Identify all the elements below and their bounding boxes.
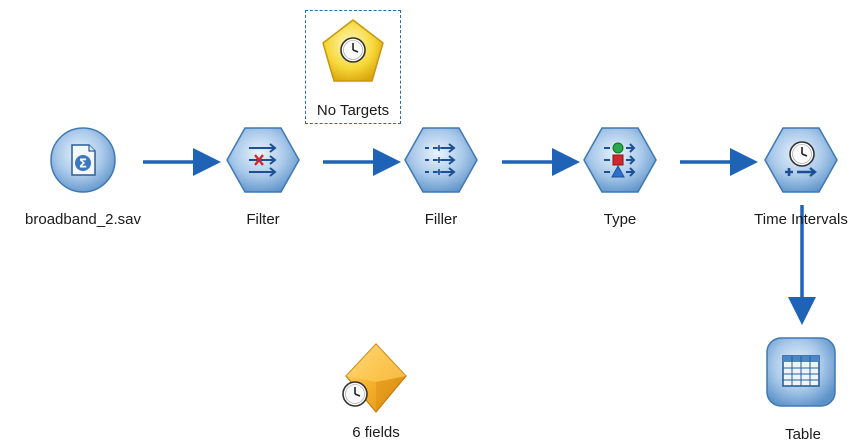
table-node-label: Table xyxy=(785,426,821,443)
table-node[interactable] xyxy=(766,337,836,407)
filler-node[interactable] xyxy=(404,127,478,193)
type-node[interactable] xyxy=(583,127,657,193)
spss-file-icon: Σ xyxy=(71,144,96,176)
filler-icon xyxy=(425,143,456,177)
time-intervals-node-label: Time Intervals xyxy=(754,211,848,228)
filter-node[interactable] xyxy=(226,127,300,193)
type-node-label: Type xyxy=(603,211,637,228)
no-targets-node-label: No Targets xyxy=(316,102,390,119)
clock-diamond-icon xyxy=(342,381,368,407)
filler-node-label: Filler xyxy=(424,211,458,228)
type-icon xyxy=(604,142,636,178)
source-node-label: broadband_2.sav xyxy=(25,211,141,228)
filter-node-label: Filter xyxy=(246,211,280,228)
fields-model-node[interactable] xyxy=(342,343,407,413)
time-intervals-icon xyxy=(785,141,817,177)
no-targets-node[interactable] xyxy=(322,19,384,82)
svg-text:Σ: Σ xyxy=(79,157,87,171)
fields-model-node-label: 6 fields xyxy=(352,424,400,441)
time-intervals-node[interactable] xyxy=(764,127,838,193)
source-node[interactable]: Σ xyxy=(50,127,116,193)
table-icon xyxy=(782,355,820,387)
selection-box xyxy=(305,10,401,124)
filter-icon xyxy=(249,143,277,177)
